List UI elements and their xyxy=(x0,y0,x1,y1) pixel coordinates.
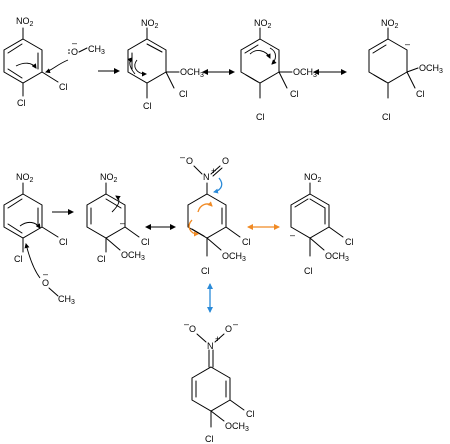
cl-label: Cl xyxy=(179,89,188,99)
charge-minus: – xyxy=(120,218,125,228)
molecule-4-meisenheimer: NO2 – OCH3 Cl Cl xyxy=(368,18,443,122)
cl-label: Cl xyxy=(97,254,106,264)
cl-label: Cl xyxy=(345,237,354,247)
molecule-8-meisenheimer: NO2 – Cl Cl OCH3 xyxy=(290,172,354,276)
cl-label: Cl xyxy=(201,266,210,276)
cl-label: Cl xyxy=(246,409,255,419)
no2-label: NO2 xyxy=(254,18,272,30)
ch3-label: CH3 xyxy=(58,294,75,306)
no2-label: NO2 xyxy=(381,18,399,30)
cl-label: Cl xyxy=(304,266,313,276)
och3-label: OCH3 xyxy=(222,251,246,263)
charge-minus: – xyxy=(405,39,410,49)
no2-label: NO2 xyxy=(304,172,322,184)
cl-label: Cl xyxy=(382,112,391,122)
no2-label: NO2 xyxy=(16,172,34,184)
molecule-2-meisenheimer: NO2 OCH3 Cl Cl xyxy=(127,18,204,111)
molecule-3-meisenheimer: NO2 OCH3 Cl Cl xyxy=(240,18,317,122)
och3-label: OCH3 xyxy=(121,250,145,262)
cl-label: Cl xyxy=(205,434,214,444)
och3-label: OCH3 xyxy=(180,67,204,79)
molecule-1-reactant: NO2 Cl Cl O – CH3 xyxy=(3,16,105,108)
nitro-oxygen-label: O xyxy=(186,156,193,166)
charge-minus: – xyxy=(72,38,77,48)
no2-label: NO2 xyxy=(100,172,118,184)
och3-label: OCH3 xyxy=(293,67,317,79)
molecule-6-meisenheimer: NO2 – Cl Cl OCH3 xyxy=(86,172,150,264)
molecule-7-meisenheimer: N + O – O Cl Cl OCH3 xyxy=(180,152,251,276)
cl-label: Cl xyxy=(141,237,150,247)
no2-label: NO2 xyxy=(141,18,159,30)
cl-label: Cl xyxy=(59,237,68,247)
nitronate-oxygen-label: O xyxy=(225,324,232,334)
cl-label: Cl xyxy=(14,254,23,264)
no2-label: NO2 xyxy=(16,16,34,28)
nitro-oxygen-label: O xyxy=(222,156,229,166)
charge-minus: – xyxy=(233,319,238,329)
methoxide-oxygen-label: O xyxy=(42,278,49,288)
nitronate-nitrogen-label: N xyxy=(207,341,214,351)
cl-label: Cl xyxy=(59,82,68,92)
och3-label: OCH3 xyxy=(225,421,249,433)
molecule-9-nitronate: N + O – O – Cl Cl OCH3 xyxy=(184,319,255,444)
charge-minus: – xyxy=(43,269,48,279)
nitro-nitrogen-label: N xyxy=(203,172,210,182)
methoxide-oxygen-label: O xyxy=(71,47,78,57)
charge-minus: – xyxy=(290,230,295,240)
cl-label: Cl xyxy=(17,98,26,108)
ch3-label: CH3 xyxy=(88,44,105,56)
cl-label: Cl xyxy=(143,101,152,111)
charge-minus: – xyxy=(180,152,185,162)
cl-label: Cl xyxy=(290,89,299,99)
cl-label: Cl xyxy=(416,89,425,99)
och3-label: OCH3 xyxy=(419,63,443,75)
molecule-5-reactant: NO2 Cl Cl O – CH3 xyxy=(3,172,75,306)
och3-label: OCH3 xyxy=(325,251,349,263)
nitronate-oxygen-label: O xyxy=(189,324,196,334)
cl-label: Cl xyxy=(242,237,251,247)
charge-minus: – xyxy=(184,319,189,329)
cl-label: Cl xyxy=(256,112,265,122)
